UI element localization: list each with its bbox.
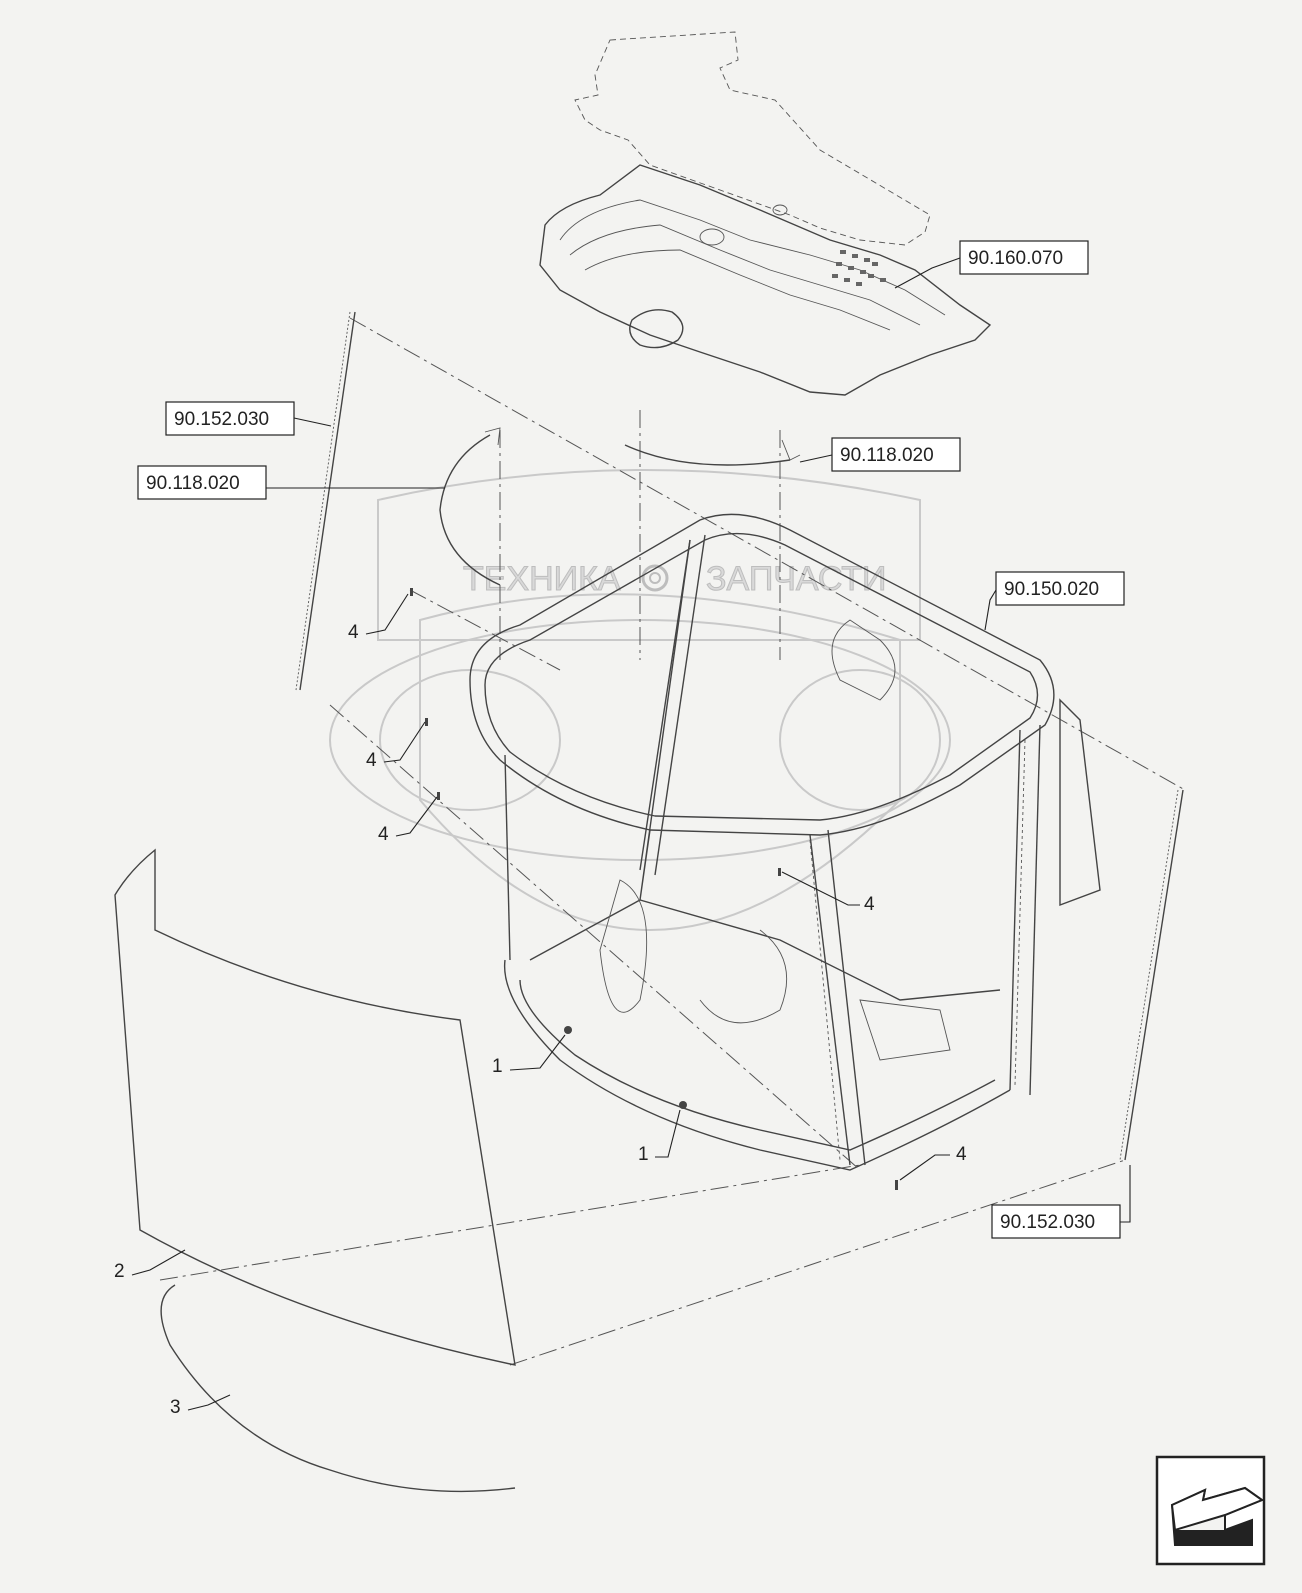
callout-4d-label: 4: [864, 894, 875, 915]
fasteners: [410, 588, 898, 1190]
callout-4a: 4: [348, 593, 409, 643]
right-seal-strip: [1119, 789, 1184, 1161]
gear-icon: [641, 564, 669, 592]
ref-seal-left[interactable]: 90.152.030: [165, 401, 332, 436]
callout-1b: 1: [638, 1109, 681, 1165]
ref-cab-frame[interactable]: 90.150.020: [984, 571, 1125, 631]
callout-4e-label: 4: [956, 1144, 967, 1165]
callout-4c: 4: [378, 796, 438, 845]
callout-4e: 4: [899, 1144, 967, 1181]
callout-3-label: 3: [170, 1397, 181, 1418]
callout-2-label: 2: [114, 1261, 125, 1282]
roof-panel: [539, 31, 992, 396]
seal-rubber: [160, 1284, 516, 1493]
ref-harness-left[interactable]: 90.118.020: [137, 465, 445, 500]
callout-4b: 4: [366, 721, 426, 771]
callout-2: 2: [114, 1249, 186, 1282]
callout-4d: 4: [781, 871, 875, 915]
ref-harness-right-label: 90.118.020: [840, 445, 934, 466]
ref-seal-left-label: 90.152.030: [174, 409, 269, 430]
callout-1a-label: 1: [492, 1056, 503, 1077]
ref-roof-panel-label: 90.160.070: [968, 248, 1063, 269]
callout-1a: 1: [492, 1034, 566, 1077]
cab-frame: [469, 513, 1101, 1171]
watermark-right-word: ЗАПЧАСТИ: [706, 560, 887, 598]
callout-4c-label: 4: [378, 824, 389, 845]
callout-1b-label: 1: [638, 1144, 649, 1165]
windshield-glass: [114, 848, 516, 1366]
ref-roof-panel[interactable]: 90.160.070: [894, 240, 1089, 289]
watermark-left-word: ТЕХНИКА: [463, 560, 621, 598]
next-page-arrow-icon[interactable]: [1155, 1455, 1266, 1566]
ref-harness-left-label: 90.118.020: [146, 473, 240, 494]
callout-4b-label: 4: [366, 750, 377, 771]
ref-cab-frame-label: 90.150.020: [1004, 579, 1099, 600]
ref-seal-right-label: 90.152.030: [1000, 1212, 1095, 1233]
left-seal-strip: [295, 311, 356, 691]
wiring-harness: [439, 427, 801, 586]
callout-4a-label: 4: [348, 622, 359, 643]
roof-button-grid: [832, 250, 886, 286]
ref-harness-right[interactable]: 90.118.020: [799, 437, 961, 472]
callout-3: 3: [170, 1394, 231, 1418]
ref-seal-right[interactable]: 90.152.030: [991, 1165, 1131, 1239]
watermark: ТЕХНИКА ЗАПЧАСТИ: [329, 469, 951, 931]
